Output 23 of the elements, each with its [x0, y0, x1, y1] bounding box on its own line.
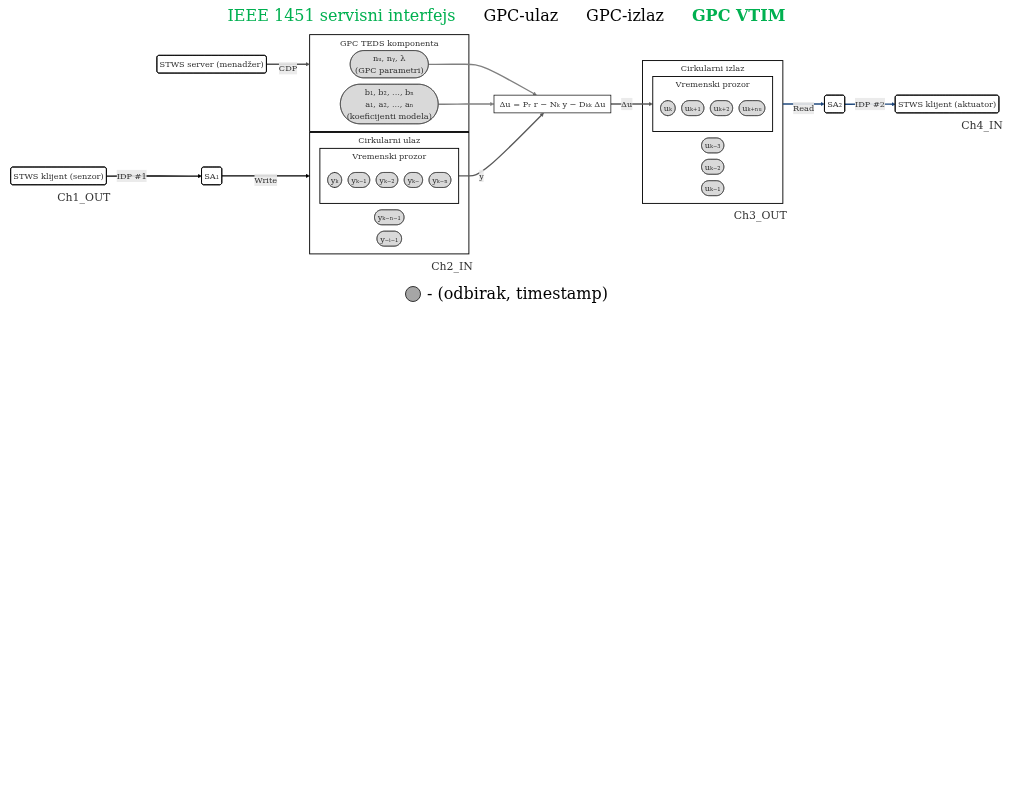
edge-label: Read [792, 103, 814, 113]
edge-label: y [478, 171, 484, 181]
channel-label: Ch1_OUT [56, 190, 110, 204]
arrow [781, 102, 825, 106]
label-text: GPC VTIM [691, 6, 786, 25]
edge-label: IDP #2 [854, 99, 885, 109]
label-text: GPC-ulaz [483, 6, 559, 25]
legend-text: - (odbirak, timestamp) [426, 284, 608, 304]
arrow [427, 63, 537, 96]
channel-label: Ch2_IN [430, 259, 473, 273]
channel-label: Ch4_IN [960, 118, 1003, 132]
arrow [457, 112, 544, 177]
arrow [220, 173, 310, 178]
edge-label: Δu [620, 99, 632, 109]
arrow [265, 62, 310, 67]
label-text: IEEE 1451 servisni interfejs [227, 6, 456, 25]
edge-label: IDP #1 [116, 171, 147, 181]
node-box: Δu = Pᵣ r − Nₖ y − Dₖₖ Δu [493, 94, 611, 114]
channel-label: Ch3_OUT [733, 209, 787, 223]
edge-label: CDP [278, 63, 297, 74]
edge-label: Write [253, 175, 277, 185]
arrow [437, 102, 494, 106]
label-text: GPC-izlaz [586, 6, 664, 25]
